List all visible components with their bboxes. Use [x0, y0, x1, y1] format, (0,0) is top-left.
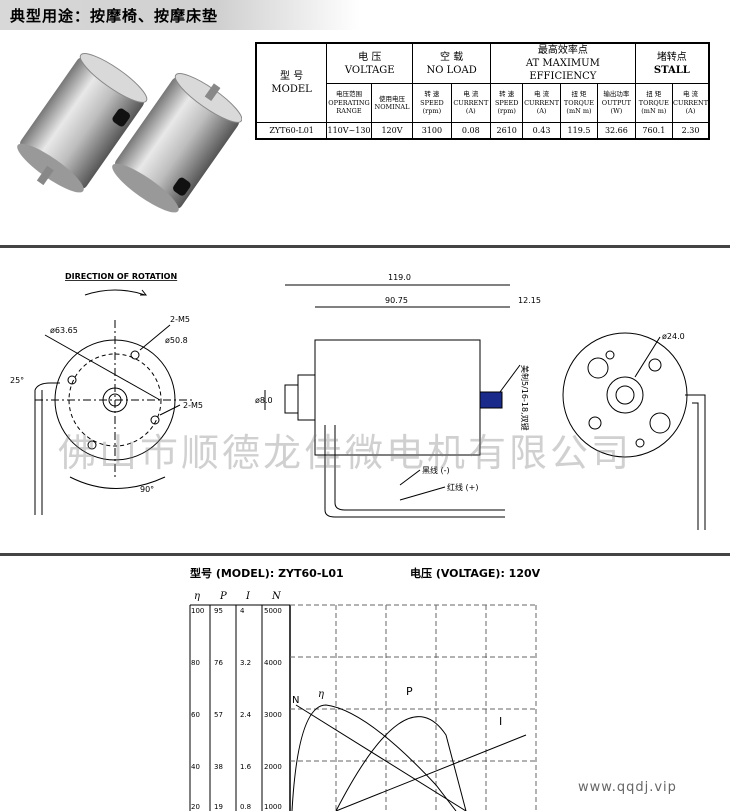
shaft-dia-label: ø8.0 — [255, 396, 273, 405]
performance-graph: η P I N 100 95 4 5000 80 76 3.2 4000 60 … — [189, 591, 537, 811]
tick: 5000 — [264, 607, 282, 615]
d-bolt-label: ø50.8 — [165, 336, 188, 345]
cell: 760.1 — [634, 122, 674, 140]
sub-nominal: 使用电压 NOMINAL — [370, 83, 414, 123]
tick: 80 — [191, 659, 200, 667]
cell: 120V — [370, 122, 414, 140]
tick: 4 — [240, 607, 245, 615]
cell: 110V~130 — [326, 122, 372, 140]
motor-1 — [17, 53, 148, 193]
motor-2 — [112, 73, 242, 213]
len-shaft-label: 12.15 — [518, 296, 541, 305]
sub-op-range: 电压范围 OPERATING RANGE — [326, 83, 372, 123]
graph-model-label: 型号 (MODEL): ZYT60-L01 — [190, 567, 344, 580]
tick: 1.6 — [240, 763, 252, 771]
watermark: 佛山市顺德龙佳微电机有限公司 — [58, 431, 633, 475]
site-watermark: www.qqdj.vip — [578, 780, 677, 795]
tick: 2000 — [264, 763, 282, 771]
thread-label: 美制5/16-18,双键 — [520, 365, 530, 431]
cell: 0.08 — [450, 122, 492, 140]
divider-bottom — [0, 553, 730, 556]
tick: 20 — [191, 803, 200, 811]
tick: 95 — [214, 607, 223, 615]
curve-eta — [291, 704, 457, 811]
tick: 57 — [214, 711, 223, 719]
tick: 38 — [214, 763, 223, 771]
d-boss-label: ø24.0 — [662, 332, 685, 341]
tick: 40 — [191, 763, 200, 771]
graph-voltage-label: 电压 (VOLTAGE): 120V — [410, 567, 541, 580]
cell: ZYT60-L01 — [255, 122, 328, 140]
sub-me-torque: 扭 矩 TORQUE (mN m) — [559, 83, 599, 123]
tick: 1000 — [264, 803, 282, 811]
cell: 119.5 — [559, 122, 599, 140]
side-view — [264, 284, 521, 518]
curve-i — [335, 734, 527, 811]
angle-25-label: 25° — [10, 376, 24, 385]
col-n: N — [271, 591, 282, 602]
tick: 3.2 — [240, 659, 251, 667]
cell: 3100 — [412, 122, 452, 140]
sub-st-torque: 扭 矩 TORQUE (mN m) — [634, 83, 674, 123]
m5-label-b: 2-M5 — [183, 401, 203, 410]
curve-label-eta: η — [318, 689, 324, 700]
rear-view — [562, 332, 706, 530]
sub-st-current: 电 流 CURRENT (A) — [672, 83, 710, 123]
cell: 32.66 — [597, 122, 636, 140]
curve-n — [295, 704, 467, 811]
cell: 0.43 — [522, 122, 561, 140]
tick: 60 — [191, 711, 200, 719]
tick: 2.4 — [240, 711, 252, 719]
sub-nl-speed: 转 速 SPEED (rpm) — [412, 83, 452, 123]
m5-label-a: 2-M5 — [170, 315, 190, 324]
cell: 2610 — [490, 122, 524, 140]
tick-rows: 100 95 4 5000 80 76 3.2 4000 60 57 2.4 3… — [191, 607, 282, 811]
cell: 2.30 — [672, 122, 710, 140]
curve-label-i: I — [499, 715, 502, 728]
sub-me-output: 输出功率 OUTPUT (W) — [597, 83, 636, 123]
sub-nl-current: 电 流 CURRENT (A) — [450, 83, 492, 123]
page-title: 典型用途：按摩椅、按摩床垫 — [10, 7, 219, 25]
rotation-label: DIRECTION OF ROTATION — [65, 272, 177, 281]
tick: 76 — [214, 659, 223, 667]
technical-drawing: DIRECTION OF ROTATION ø63.65 ø50.8 2-M5 … — [10, 272, 706, 530]
divider-top — [0, 245, 730, 248]
header-bar — [0, 0, 360, 30]
curve-p — [335, 716, 467, 811]
sub-me-speed: 转 速 SPEED (rpm) — [490, 83, 524, 123]
d-outer-label: ø63.65 — [50, 326, 78, 335]
angle-90-label: 90° — [140, 485, 154, 494]
curve-label-n: N — [292, 695, 299, 706]
tick: 19 — [214, 803, 223, 811]
col-i: I — [245, 591, 251, 602]
front-view — [34, 289, 195, 515]
tick: 100 — [191, 607, 204, 615]
tick: 4000 — [264, 659, 282, 667]
tick: 3000 — [264, 711, 282, 719]
motor-photo — [17, 53, 242, 213]
wire-red-label: 红线 (+) — [447, 482, 479, 492]
col-p: P — [219, 591, 227, 602]
col-eta: η — [194, 591, 200, 602]
sub-me-current: 电 流 CURRENT (A) — [522, 83, 561, 123]
table-row: ZYT60-L01 110V~130 120V 3100 0.08 2610 0… — [255, 122, 710, 140]
tick: 0.8 — [240, 803, 251, 811]
curve-label-p: P — [406, 685, 413, 698]
len-body-label: 90.75 — [385, 296, 408, 305]
wire-black-label: 黑线 (-) — [422, 465, 450, 475]
len-total-label: 119.0 — [388, 273, 411, 282]
